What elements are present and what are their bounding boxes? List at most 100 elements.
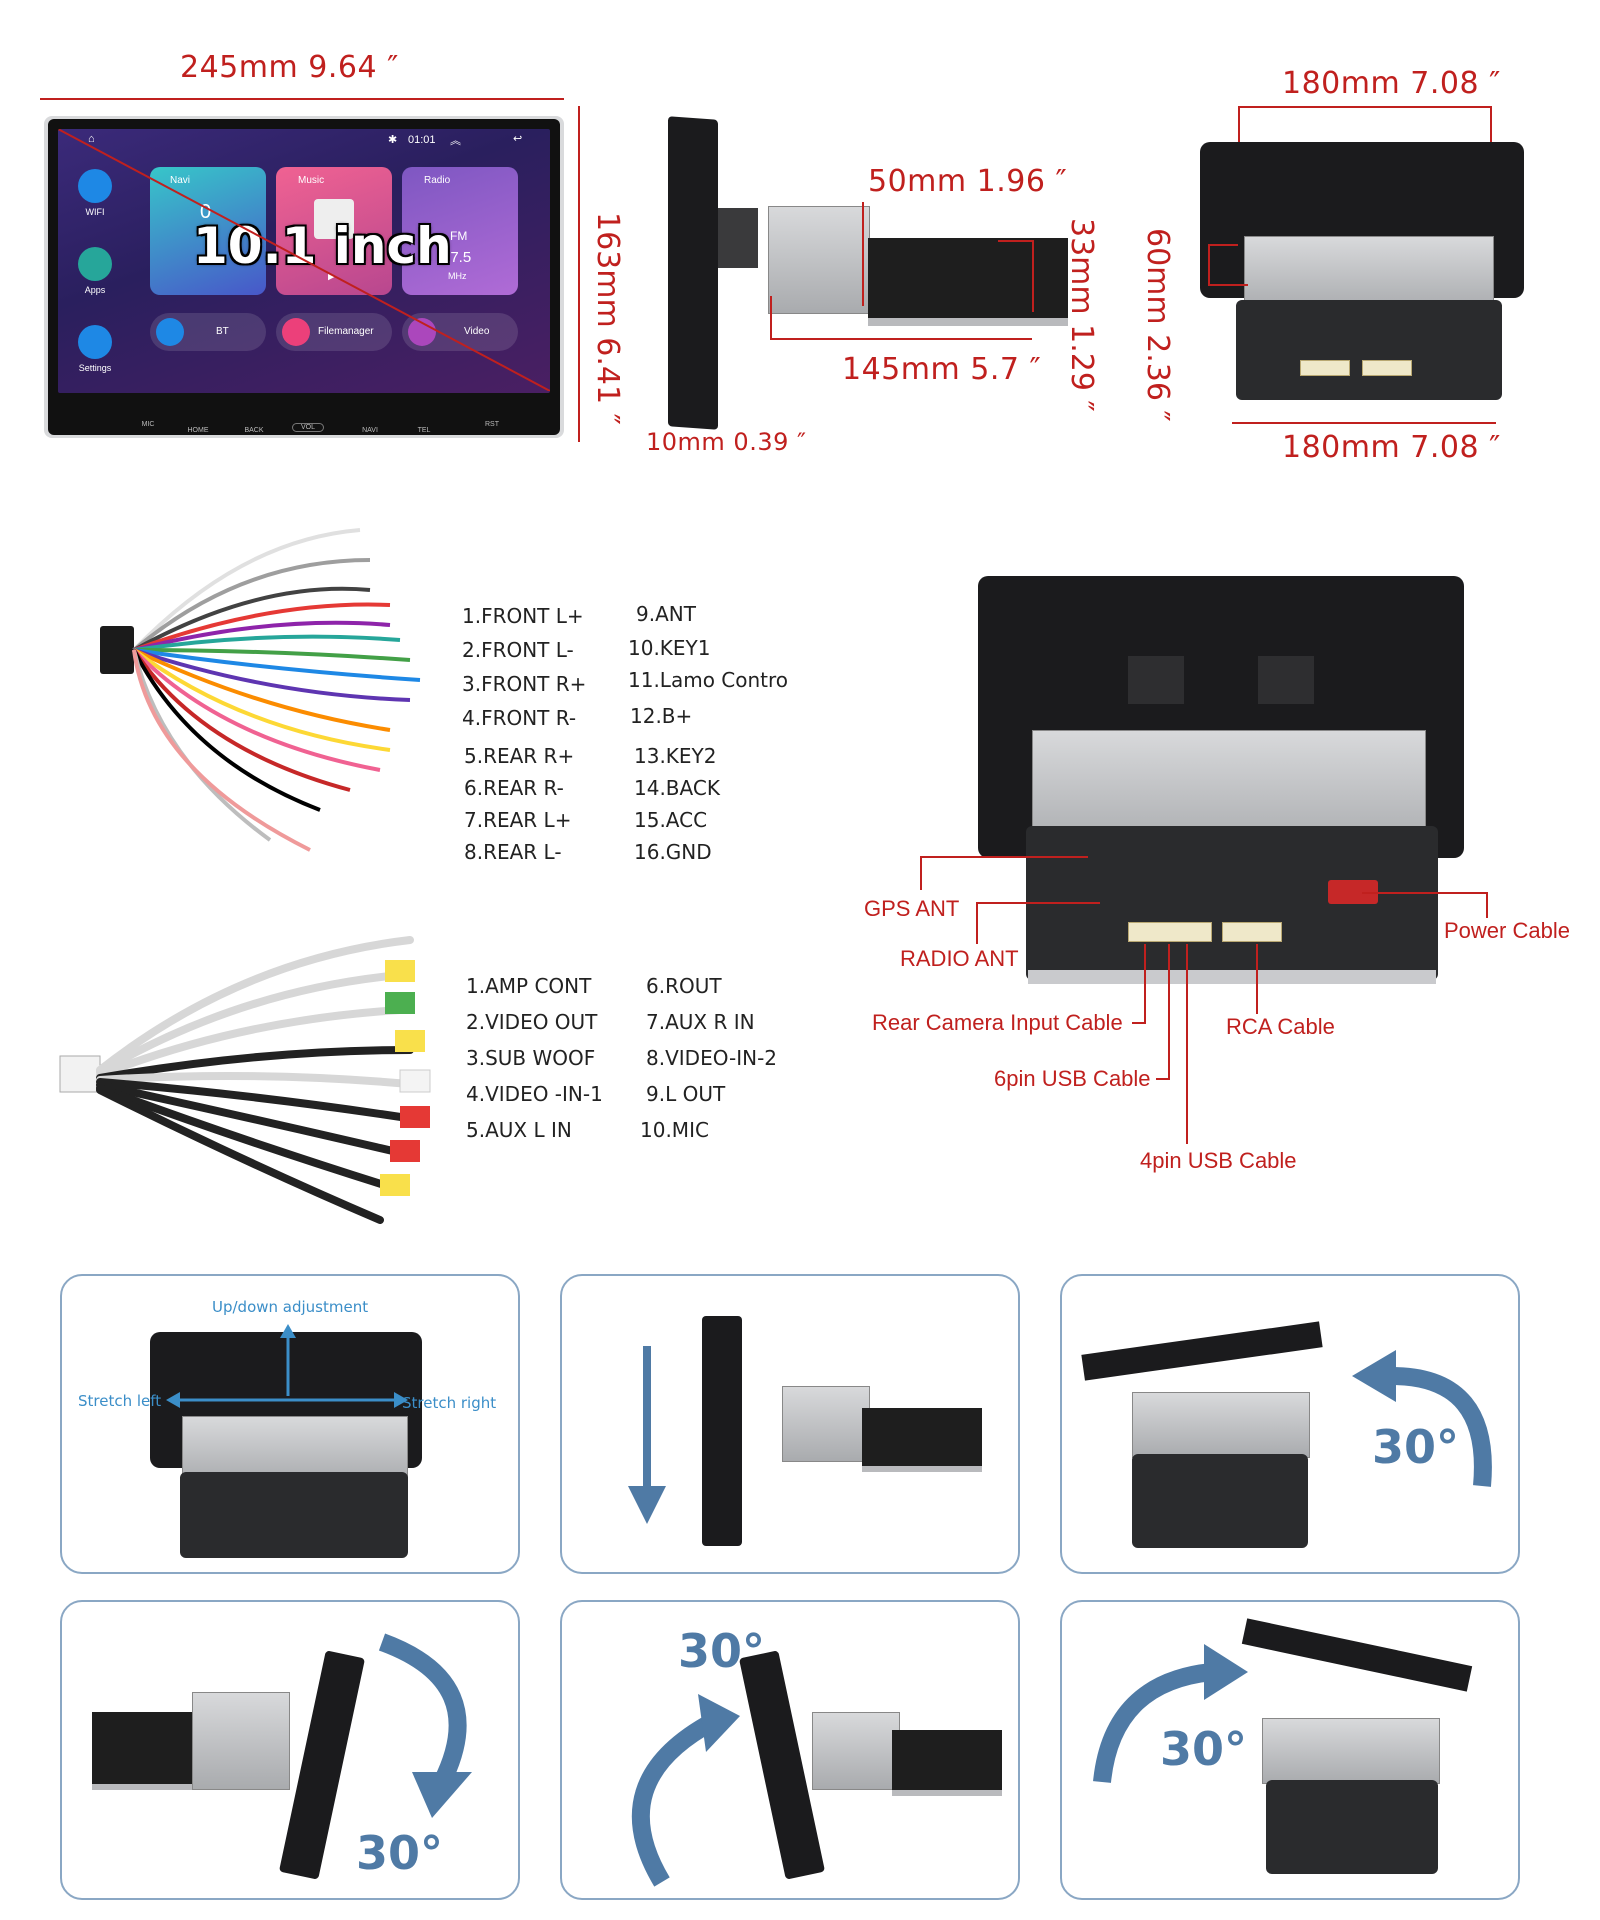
usb6-line-v (1168, 944, 1170, 1080)
pin-label: 6.ROUT (646, 974, 722, 998)
back-key[interactable]: BACK (244, 427, 264, 434)
power-line-h (1362, 892, 1488, 894)
diagonal-line (58, 129, 550, 391)
side-thickness-label: 10mm 0.39 ″ (646, 428, 807, 456)
frame1-board (180, 1472, 408, 1558)
back-icon: ↩ (513, 133, 523, 145)
back-top-board (1236, 300, 1502, 400)
back-width-top-label: 180mm 7.08 ″ (1282, 66, 1501, 101)
navi-key[interactable]: NAVI (362, 427, 378, 434)
curved-arrow-icon (378, 1633, 472, 1818)
rear-camera-label: Rear Camera Input Cable (872, 1010, 1123, 1035)
radio-line-h (976, 902, 1100, 904)
pin-label: 8.VIDEO-IN-2 (646, 1046, 778, 1070)
settings-label: Settings (78, 363, 112, 373)
rear-board-base (1028, 970, 1436, 984)
bt-pill[interactable]: BT (150, 313, 266, 351)
rear-mount-right (1258, 656, 1314, 704)
front-height-label: 163mm 6.41 ″ (590, 212, 625, 425)
adjust-frame-tilt-right: 30° (60, 1600, 520, 1900)
back-top-connector-2 (1362, 360, 1412, 376)
arrows-icon (166, 1324, 408, 1408)
curved-arrow-icon (1093, 1644, 1248, 1784)
side-chassis-bracket (768, 206, 870, 314)
usb6-label: 6pin USB Cable (994, 1066, 1151, 1091)
speed-unit: km/h (198, 227, 218, 237)
curved-arrow-icon (1352, 1350, 1492, 1487)
wifi-icon[interactable] (78, 169, 112, 203)
rear-mount-left (1128, 656, 1184, 704)
pin-label: 12.B+ (630, 704, 693, 728)
harness-1-image (100, 528, 421, 852)
settings-icon[interactable] (78, 325, 112, 359)
usb4-line-v (1186, 944, 1188, 1144)
bluetooth-icon: ✱ (388, 134, 398, 146)
stretch-right-label: Stretch right (402, 1394, 497, 1412)
head-unit-front: ⌂ ✱ 01:01 ︽ ↩ WIFI Apps Settings Navi 0 … (44, 116, 564, 438)
angle-label: 30° (1160, 1722, 1248, 1776)
screen-size-label: 10.1 inch (193, 217, 452, 275)
frame6-screen (1241, 1618, 1473, 1692)
pin-label: 8.REAR L- (464, 840, 562, 864)
gps-line-h (920, 856, 1088, 858)
back-top-connector-1 (1300, 360, 1350, 376)
side-depth-top-label: 50mm 1.96 ″ (868, 164, 1068, 199)
pin-label: 15.ACC (634, 808, 708, 832)
apps-icon[interactable] (78, 247, 112, 281)
back-width-bottom-label: 180mm 7.08 ″ (1282, 430, 1501, 465)
rearcam-line-h (1132, 1022, 1146, 1024)
pin-label: 3.FRONT R+ (462, 672, 587, 696)
vol-key[interactable]: VOL (292, 423, 324, 432)
down-arrow-icon (628, 1346, 666, 1524)
video-pill[interactable]: Video (402, 313, 518, 351)
angle-label: 30° (1372, 1420, 1460, 1474)
pin-label: 5.AUX L IN (466, 1118, 572, 1142)
side-height-line-v (1032, 240, 1034, 312)
pin-label: 10.MIC (640, 1118, 709, 1142)
pin-label: 7.AUX R IN (646, 1010, 755, 1034)
rear-connector-left (1128, 922, 1212, 942)
side-chassis-body (868, 238, 1068, 326)
side-height-line-h (998, 240, 1032, 242)
adjust-frame-tilt-up: 30° (1060, 1274, 1520, 1574)
tel-key[interactable]: TEL (417, 427, 431, 434)
pin-label: 4.FRONT R- (462, 706, 577, 730)
frame2-screen (702, 1316, 742, 1546)
pin-label: 2.VIDEO OUT (466, 1010, 598, 1034)
frame4-bracket (192, 1692, 290, 1790)
status-bar: ⌂ ✱ 01:01 ︽ ↩ (58, 129, 550, 153)
home-icon: ⌂ (88, 133, 95, 145)
adjust-frame-down (560, 1274, 1020, 1574)
play-icon[interactable]: ▶ (328, 271, 336, 282)
pin-label: 1.FRONT L+ (462, 604, 584, 628)
rear-connector-right (1222, 922, 1282, 942)
rst-key[interactable]: RST (485, 421, 499, 428)
wifi-label: WIFI (85, 207, 105, 217)
pin-label: 9.ANT (636, 602, 696, 626)
rca-line-v (1256, 944, 1258, 1014)
pin-label: 16.GND (634, 840, 712, 864)
radio-card[interactable]: Radio FM 87.5 MHz (402, 167, 518, 295)
signal-icon: ︽ (450, 135, 461, 147)
bt-icon (156, 318, 184, 346)
navi-label: Navi (170, 175, 191, 186)
frame3-screen (1081, 1321, 1323, 1381)
power-line-v (1486, 892, 1488, 918)
home-key[interactable]: HOME (187, 427, 209, 434)
updown-label: Up/down adjustment (212, 1298, 369, 1316)
front-height-line (578, 106, 580, 442)
freq-value: 87.5 (442, 249, 472, 266)
music-label: Music (298, 175, 325, 186)
angle-label: 30° (356, 1826, 444, 1880)
frame3-board (1132, 1454, 1308, 1548)
pin-label: 14.BACK (634, 776, 720, 800)
pin-label: 10.KEY1 (628, 636, 711, 660)
mic-key[interactable]: MIC (141, 421, 155, 428)
pin-label: 7.REAR L+ (464, 808, 572, 832)
side-view-unit (668, 116, 1068, 438)
stretch-left-label: Stretch left (78, 1392, 162, 1410)
pin-label: 4.VIDEO -IN-1 (466, 1082, 603, 1106)
status-time: 01:01 (408, 134, 436, 146)
filemanager-pill[interactable]: Filemanager (276, 313, 392, 351)
music-card[interactable]: Music ▶ (276, 167, 392, 295)
